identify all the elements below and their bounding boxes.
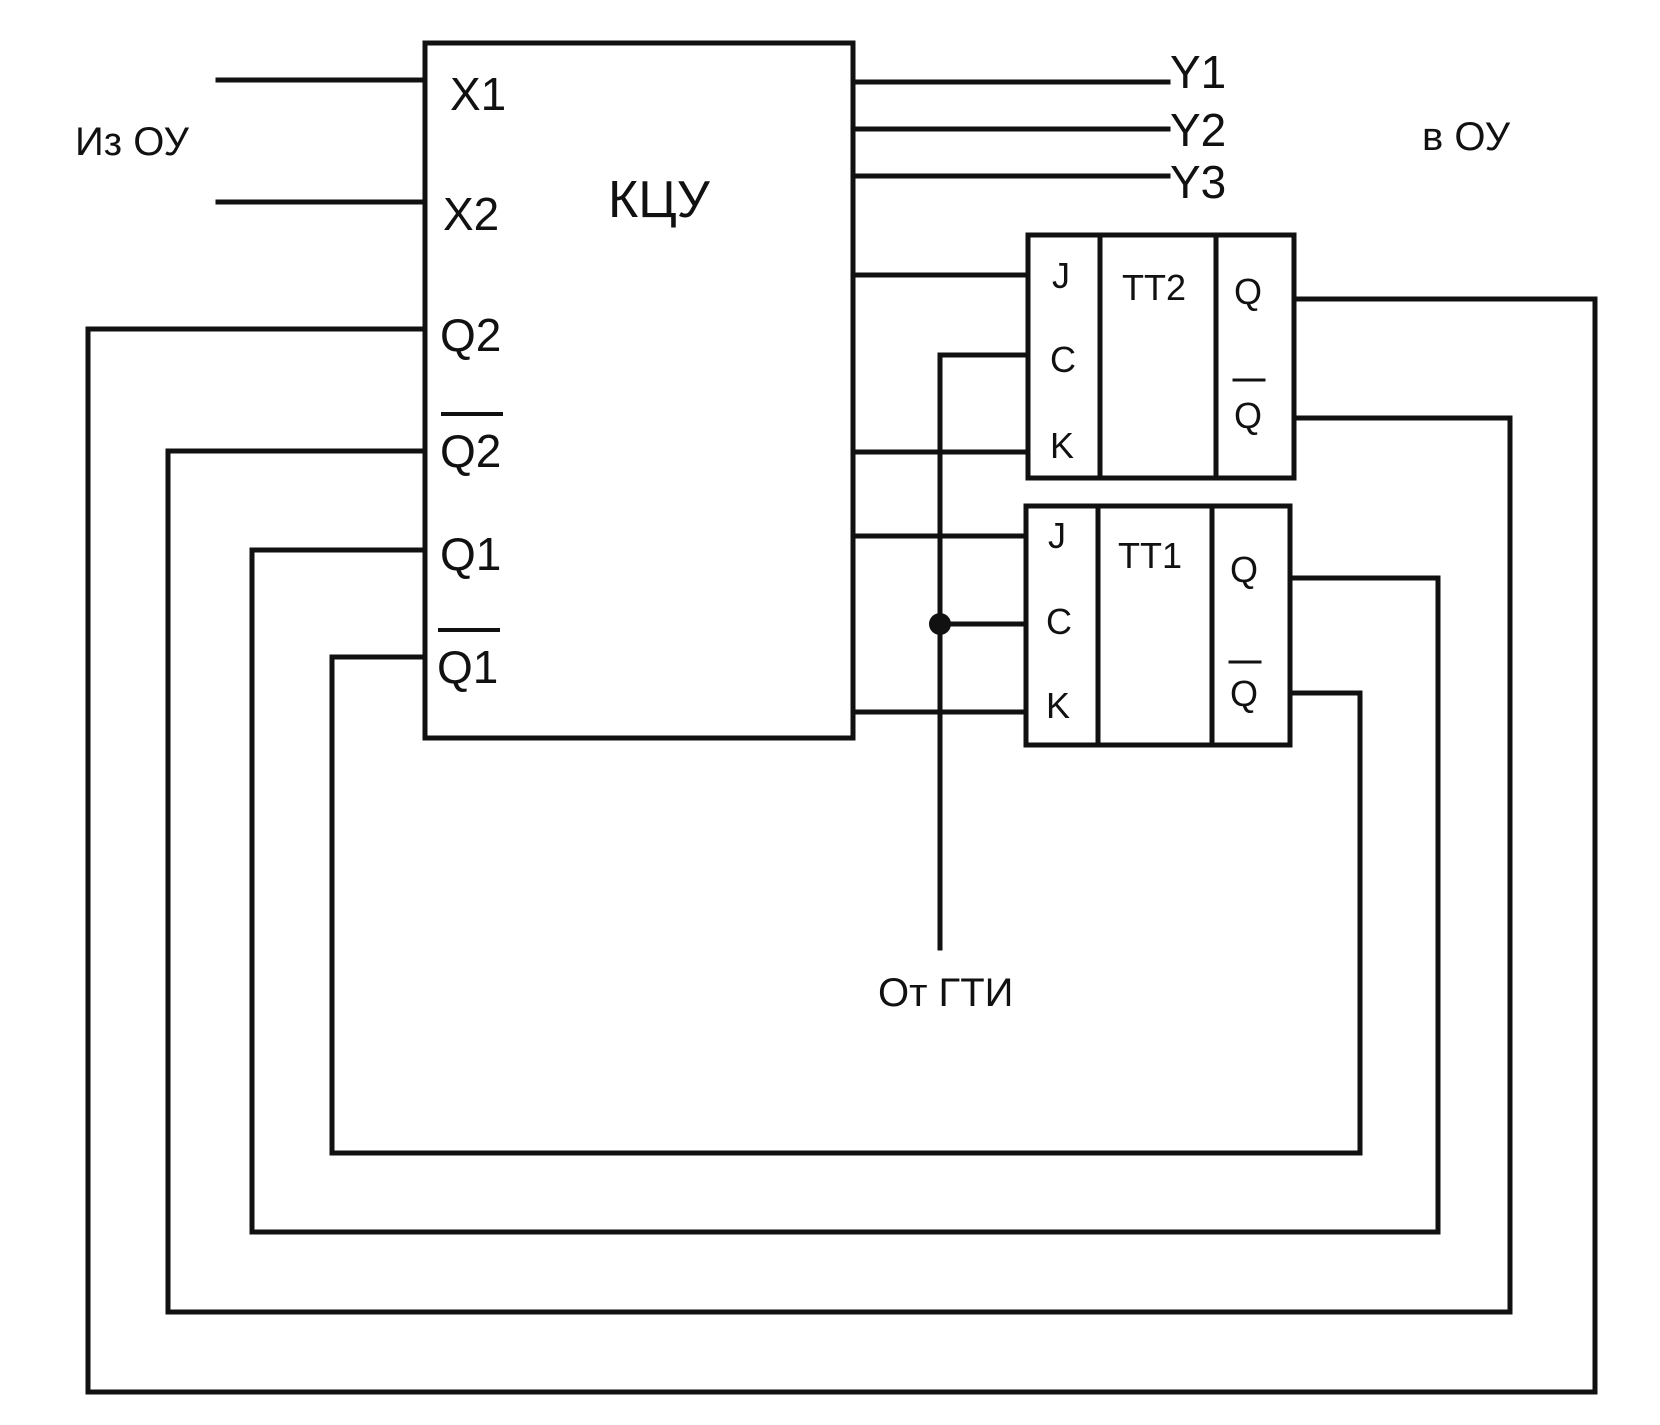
tt1-name: ТТ1 xyxy=(1118,535,1182,576)
clock-junction-dot xyxy=(929,613,951,635)
wire-tt2-qbar-to-q2bar xyxy=(165,415,1513,1315)
wire-tt1-q-to-q1 xyxy=(249,547,1441,1235)
wire-tt2-q-to-q2 xyxy=(85,296,1598,1395)
tt1-q: Q xyxy=(1230,549,1258,590)
label-clock-source: От ГТИ xyxy=(878,971,1013,1015)
kcu-input-q2-bar: Q2 xyxy=(440,425,501,477)
wire-tt1-qbar-to-q1bar xyxy=(329,654,1363,1156)
output-y2: Y2 xyxy=(1170,104,1226,156)
kcu-input-x2: X2 xyxy=(443,188,499,240)
tt1-pin-c: C xyxy=(1046,601,1072,642)
tt1-q-bar: Q xyxy=(1230,673,1258,714)
label-to-ou: в ОУ xyxy=(1422,115,1511,159)
tt1-pin-j: J xyxy=(1048,515,1066,556)
wire-clock-main xyxy=(937,352,1031,951)
tt2-pin-k: K xyxy=(1050,425,1074,466)
tt2-name: ТТ2 xyxy=(1122,267,1186,308)
tt2-q-bar: Q xyxy=(1234,395,1262,436)
kcu-input-q1-bar: Q1 xyxy=(437,641,498,693)
kcu-title: КЦУ xyxy=(608,171,711,229)
output-y1: Y1 xyxy=(1170,46,1226,98)
tt2-q: Q xyxy=(1234,271,1262,312)
label-from-ou: Из ОУ xyxy=(75,120,189,164)
output-y3: Y3 xyxy=(1170,156,1226,208)
kcu-input-x1: X1 xyxy=(450,68,506,120)
flipflop-tt2: J C K ТТ2 Q Q xyxy=(1025,232,1297,481)
tt2-pin-c: C xyxy=(1050,339,1076,380)
tt1-pin-k: K xyxy=(1046,685,1070,726)
kcu-input-q2: Q2 xyxy=(440,309,501,361)
kcu-block xyxy=(422,40,856,741)
kcu-input-q1: Q1 xyxy=(440,528,501,580)
flipflop-tt1: J C K ТТ1 Q Q xyxy=(1023,503,1293,748)
tt2-pin-j: J xyxy=(1052,255,1070,296)
